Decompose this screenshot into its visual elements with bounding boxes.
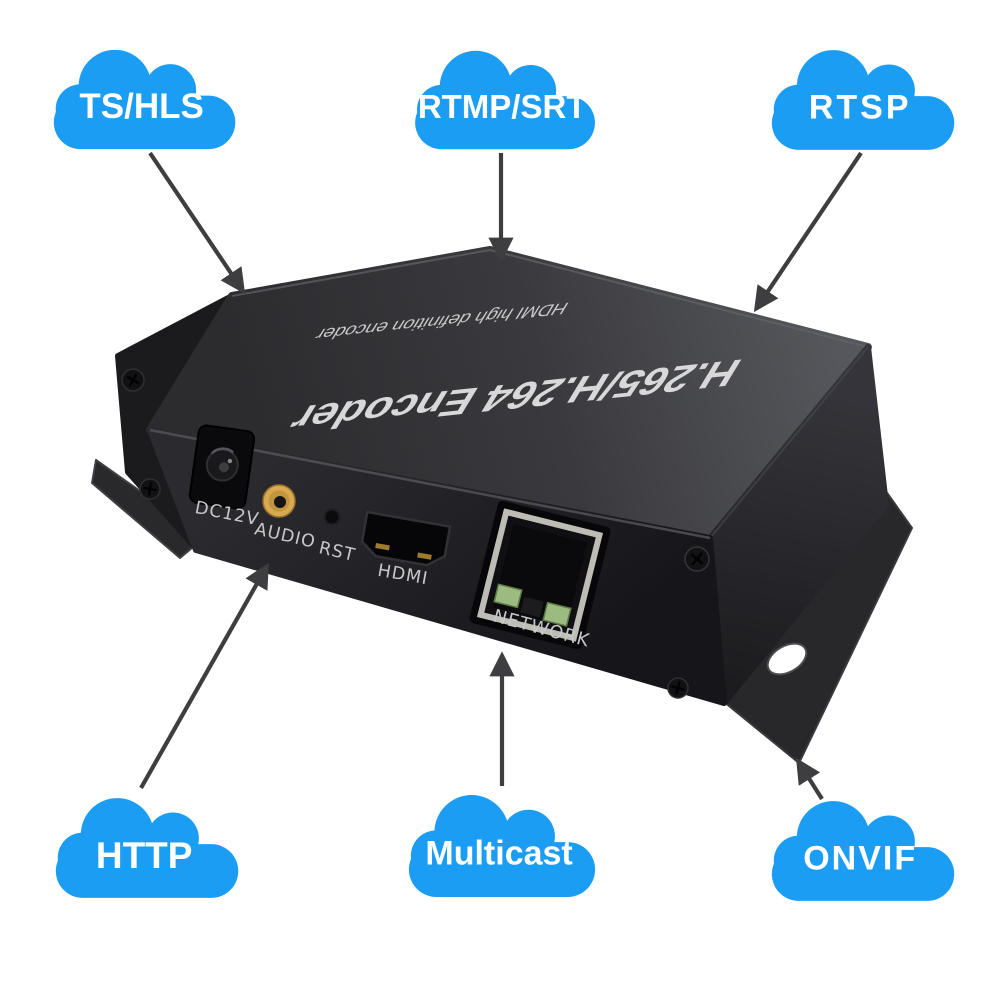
cloud-rtmp-srt: RTMP/SRT	[410, 47, 602, 153]
cloud-icon	[53, 49, 236, 150]
cloud-icon	[55, 798, 239, 898]
cloud-label: RTMP/SRT	[417, 88, 587, 126]
flange-hole	[766, 642, 808, 676]
cloud-label: TS/HLS	[79, 86, 204, 126]
cloud-label: Multicast	[425, 834, 573, 873]
cloud-ts-hls: TS/HLS	[48, 46, 243, 153]
cloud-label: ONVIF	[803, 839, 918, 878]
case-screws	[121, 368, 710, 699]
arrow-onvif	[795, 757, 824, 801]
cloud-icon	[771, 50, 955, 150]
network-port	[469, 500, 611, 650]
dc-power-jack	[188, 424, 256, 510]
audio-jack	[262, 484, 296, 518]
cloud-icon	[415, 50, 595, 150]
cloud-label: HTTP	[95, 834, 193, 876]
activity-led	[542, 601, 572, 627]
cloud-http: HTTP	[52, 792, 244, 904]
hdmi-port	[360, 510, 452, 567]
arrow-http	[139, 562, 269, 790]
cloud-rtsp: RTSP	[768, 45, 960, 155]
arrow-rtsp	[753, 151, 863, 313]
protocol-arrows	[139, 151, 863, 801]
cloud-label: RTSP	[808, 88, 912, 127]
cloud-icon	[771, 801, 955, 901]
cloud-onvif: ONVIF	[768, 795, 960, 907]
link-led	[493, 583, 523, 609]
cloud-multicast: Multicast	[405, 790, 601, 902]
right-top-edge	[709, 346, 869, 539]
reset-pinhole	[323, 508, 341, 526]
cloud-icon	[408, 795, 596, 897]
arrow-ts-hls	[148, 151, 246, 295]
